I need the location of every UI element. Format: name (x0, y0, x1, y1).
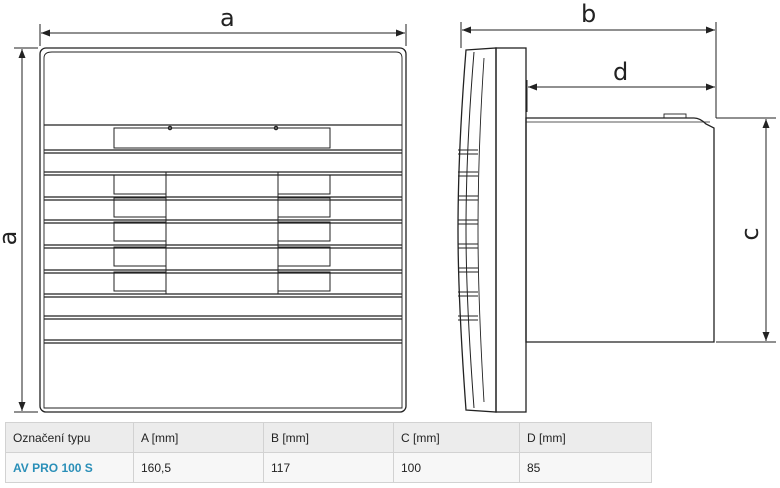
side-slot (277, 197, 331, 218)
header-d: D [mm] (519, 422, 652, 453)
side-slot (277, 271, 331, 292)
fan-dimension-drawing: a a b d c (0, 0, 776, 413)
front-louvers (44, 149, 402, 344)
side-slot (113, 271, 167, 292)
table-row: AV PRO 100 S 160,5 117 100 85 (5, 452, 652, 483)
side-fins (458, 149, 478, 321)
header-type: Označení typu (5, 422, 134, 453)
cell-a: 160,5 (133, 452, 264, 483)
side-slot (277, 246, 331, 267)
cell-d: 85 (519, 452, 652, 483)
side-slot (277, 174, 331, 195)
cell-c: 100 (393, 452, 520, 483)
side-slot (277, 221, 331, 242)
cell-model: AV PRO 100 S (5, 452, 134, 483)
front-view (39, 47, 407, 413)
dim-label-a-top: a (220, 4, 235, 32)
cell-b: 117 (263, 452, 394, 483)
spec-table-header-row: Označení typu A [mm] B [mm] C [mm] D [mm… (5, 422, 652, 453)
dimension-lines (14, 22, 776, 413)
dim-label-b: b (581, 0, 596, 28)
dim-label-a-side: a (0, 231, 22, 246)
front-side-slots (113, 174, 331, 292)
side-slot (113, 174, 167, 195)
side-slot (113, 221, 167, 242)
header-a: A [mm] (133, 422, 264, 453)
dim-label-d: d (613, 58, 628, 86)
side-slot (113, 197, 167, 218)
spec-table: Označení typu A [mm] B [mm] C [mm] D [mm… (5, 422, 652, 483)
side-slot (113, 246, 167, 267)
technical-drawing: a a b d c (0, 0, 776, 413)
side-view (457, 47, 715, 413)
header-b: B [mm] (263, 422, 394, 453)
dim-label-c: c (736, 227, 764, 240)
header-c: C [mm] (393, 422, 520, 453)
